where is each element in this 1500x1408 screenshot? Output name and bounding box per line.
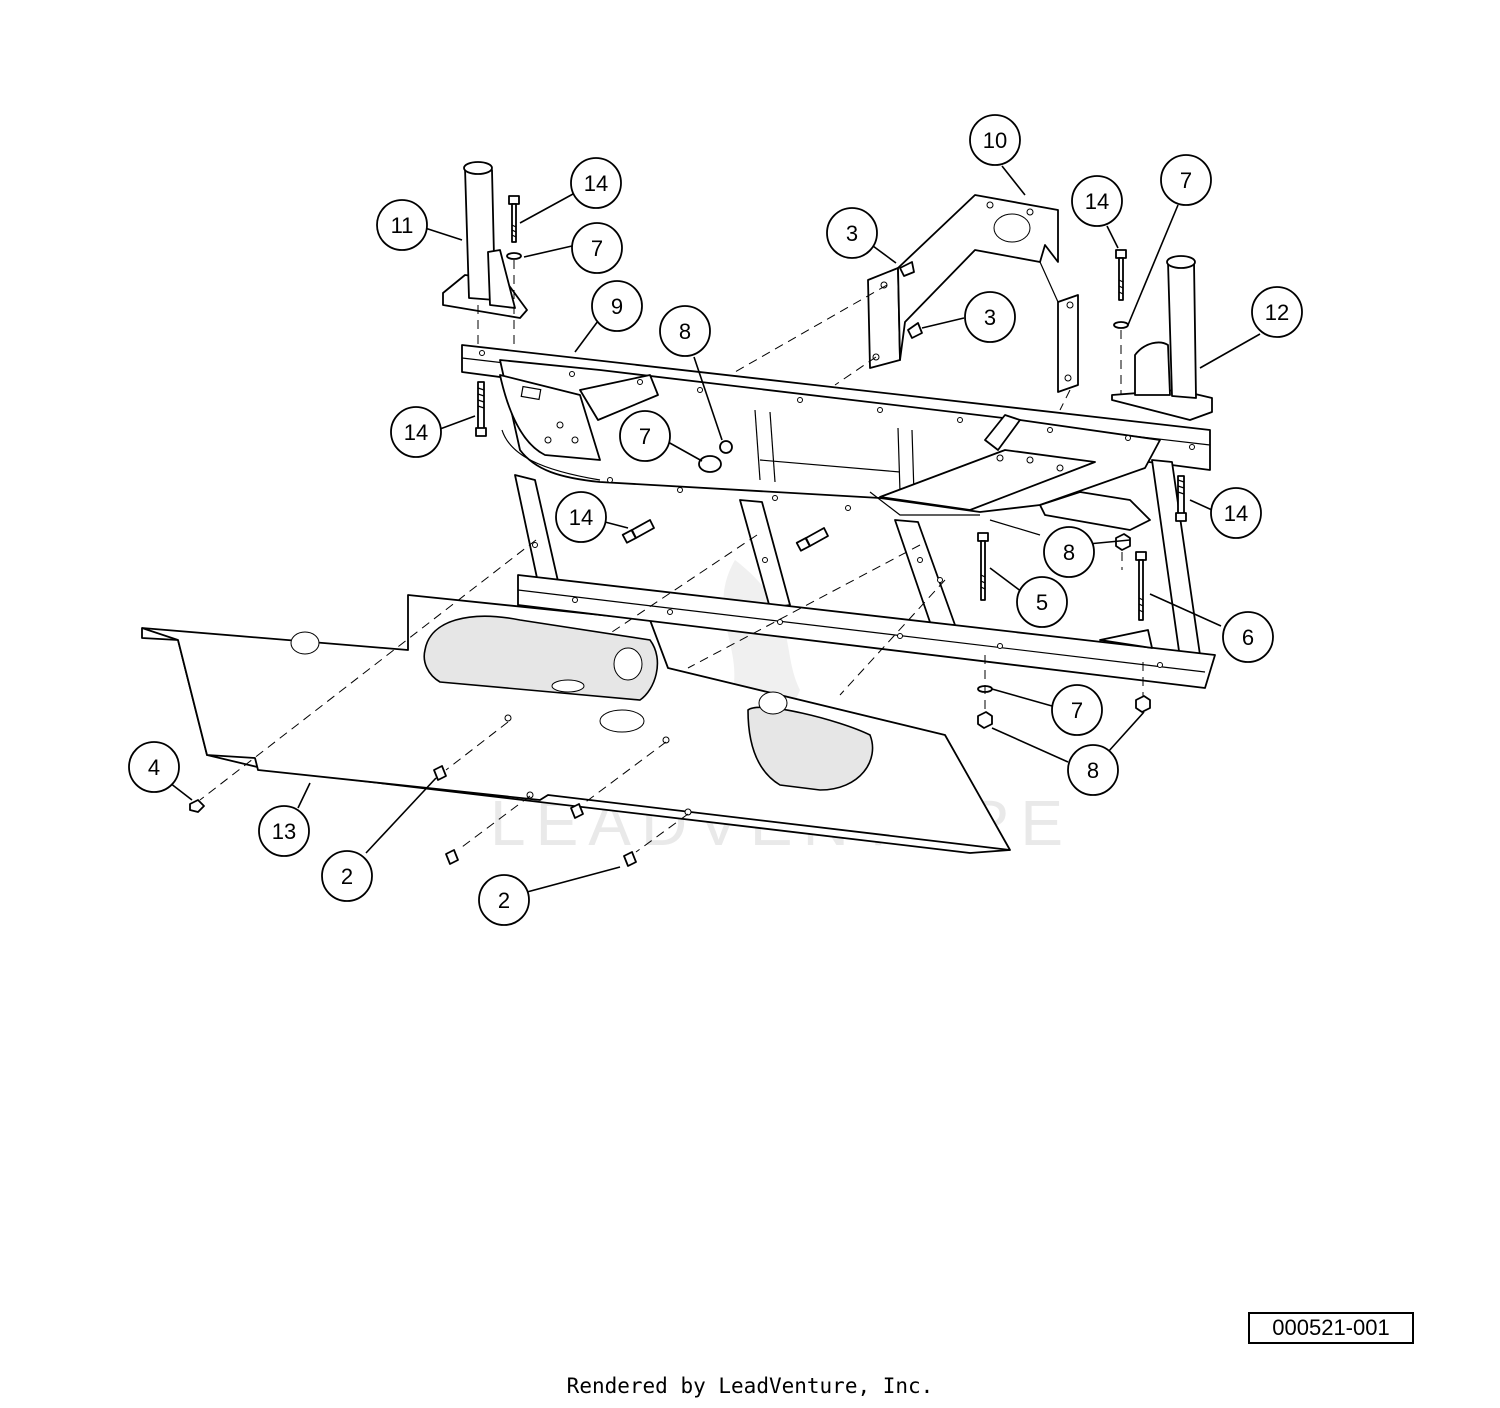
callout-10: 10 bbox=[969, 114, 1021, 166]
right-upright bbox=[1111, 255, 1213, 421]
svg-text:8: 8 bbox=[1063, 540, 1075, 565]
reference-number: 000521-001 bbox=[1248, 1312, 1414, 1344]
callout-3: 3 bbox=[826, 207, 878, 259]
svg-text:8: 8 bbox=[1087, 758, 1099, 783]
top-bracket bbox=[867, 194, 1079, 393]
svg-text:14: 14 bbox=[404, 420, 428, 445]
svg-text:3: 3 bbox=[984, 305, 996, 330]
svg-text:11: 11 bbox=[391, 213, 414, 238]
frame-holes bbox=[479, 350, 1195, 668]
callout-14: 14 bbox=[1071, 175, 1123, 227]
svg-text:4: 4 bbox=[148, 755, 160, 780]
svg-text:5: 5 bbox=[1036, 590, 1048, 615]
callout-5: 5 bbox=[1016, 576, 1068, 628]
svg-text:12: 12 bbox=[1265, 300, 1289, 325]
svg-text:6: 6 bbox=[1242, 625, 1254, 650]
leader-lines bbox=[169, 165, 1261, 893]
callout-7: 7 bbox=[1051, 684, 1103, 736]
svg-text:14: 14 bbox=[1224, 501, 1248, 526]
callout-7: 7 bbox=[1160, 154, 1212, 206]
svg-text:9: 9 bbox=[611, 294, 623, 319]
callout-12: 12 bbox=[1251, 286, 1303, 338]
callout-8: 8 bbox=[1043, 526, 1095, 578]
svg-text:7: 7 bbox=[639, 424, 651, 449]
callout-9: 9 bbox=[591, 280, 643, 332]
callout-2: 2 bbox=[321, 850, 373, 902]
callout-8: 8 bbox=[1067, 744, 1119, 796]
callout-2: 2 bbox=[478, 874, 530, 926]
main-frame bbox=[461, 344, 1216, 689]
callout-4: 4 bbox=[128, 741, 180, 793]
callout-14: 14 bbox=[570, 157, 622, 209]
assembly-lines bbox=[199, 260, 1144, 853]
callout-7: 7 bbox=[571, 222, 623, 274]
svg-text:8: 8 bbox=[679, 319, 691, 344]
callout-3: 3 bbox=[964, 291, 1016, 343]
svg-text:7: 7 bbox=[1071, 698, 1083, 723]
svg-text:14: 14 bbox=[569, 505, 593, 530]
svg-text:14: 14 bbox=[584, 171, 608, 196]
footer-credit: Rendered by LeadVenture, Inc. bbox=[566, 1374, 934, 1398]
callout-13: 13 bbox=[258, 805, 310, 857]
svg-text:2: 2 bbox=[498, 888, 510, 913]
left-upright bbox=[442, 161, 528, 319]
callout-11: 11 bbox=[376, 199, 428, 251]
callout-7: 7 bbox=[619, 410, 671, 462]
svg-text:2: 2 bbox=[341, 864, 353, 889]
callout-14: 14 bbox=[1210, 487, 1262, 539]
callout-14: 14 bbox=[390, 406, 442, 458]
callout-14: 14 bbox=[555, 491, 607, 543]
svg-text:7: 7 bbox=[591, 236, 603, 261]
callout-6: 6 bbox=[1222, 611, 1274, 663]
svg-text:10: 10 bbox=[983, 128, 1007, 153]
callout-8: 8 bbox=[659, 305, 711, 357]
rear-panel bbox=[141, 594, 1011, 854]
callouts: 10 14 11 7 14 7 3 9 8 3 12 14 7 14 14 8 … bbox=[128, 114, 1303, 926]
svg-text:14: 14 bbox=[1085, 189, 1109, 214]
svg-text:13: 13 bbox=[272, 819, 296, 844]
svg-text:7: 7 bbox=[1180, 168, 1192, 193]
svg-text:3: 3 bbox=[846, 221, 858, 246]
